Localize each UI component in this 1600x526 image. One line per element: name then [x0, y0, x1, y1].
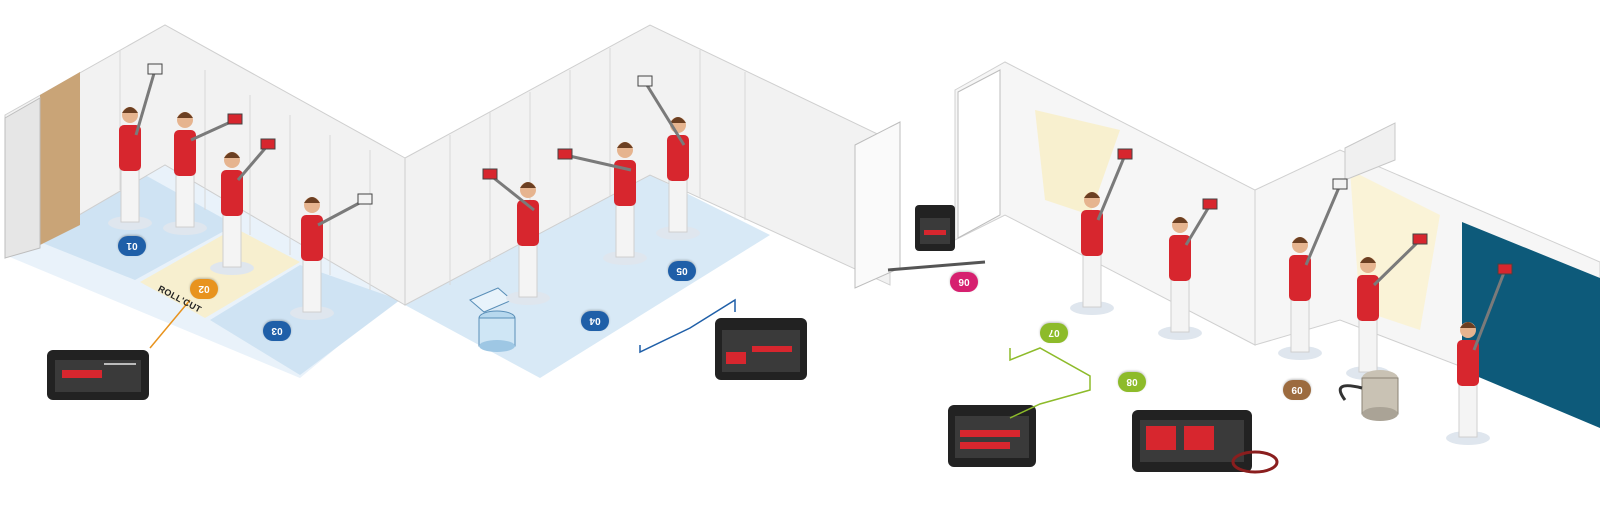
tool-case-08: [1132, 410, 1279, 474]
step-marker-05[interactable]: 05: [668, 261, 696, 281]
painted-dark-wall: [1462, 222, 1600, 428]
painter-figure: [637, 75, 700, 240]
doorway-section-3: [957, 69, 1001, 239]
tool-case-07: [948, 405, 1036, 467]
painter-figure: [482, 168, 550, 305]
tool-case-06: [887, 205, 986, 272]
end-wall-section-2: [854, 121, 901, 289]
painter-figure: [1070, 148, 1133, 315]
end-wall-section-4: [1344, 122, 1396, 181]
leader-line-02: [149, 299, 191, 349]
painter-figure: [1278, 178, 1348, 360]
painter-figure: [1446, 263, 1513, 445]
step-marker-03[interactable]: 03: [263, 321, 291, 341]
step-marker-08[interactable]: 08: [1118, 372, 1146, 392]
light-cone-07: [1035, 110, 1120, 215]
painters: [108, 63, 1513, 445]
painter-figure: [290, 193, 373, 320]
step-marker-02[interactable]: 02: [190, 279, 218, 299]
paint-bucket: [469, 287, 516, 352]
step-marker-09[interactable]: 09: [1283, 380, 1311, 400]
step-marker-07[interactable]: 07: [1040, 323, 1068, 343]
leader-line-04-05: [639, 298, 736, 354]
floor-zone-03: [210, 265, 400, 375]
doorway-panel: [40, 72, 80, 245]
painter-figure: [163, 112, 243, 235]
painter-figure: [557, 142, 647, 265]
room-section-4: [1254, 122, 1600, 428]
vacuum-cleaner: [1338, 370, 1399, 421]
step-marker-01[interactable]: 01: [118, 236, 146, 256]
painter-figure: [1158, 198, 1218, 340]
painter-figure: [210, 138, 276, 275]
step-marker-06[interactable]: 06: [950, 272, 978, 292]
tool-case-02: [47, 350, 149, 400]
room-section-1: [4, 24, 406, 378]
painter-figure: [108, 63, 163, 230]
step-marker-04[interactable]: 04: [581, 311, 609, 331]
leader-line-07: [1009, 347, 1091, 419]
tool-case-04-05: [715, 318, 807, 380]
door-frame: [4, 97, 41, 259]
